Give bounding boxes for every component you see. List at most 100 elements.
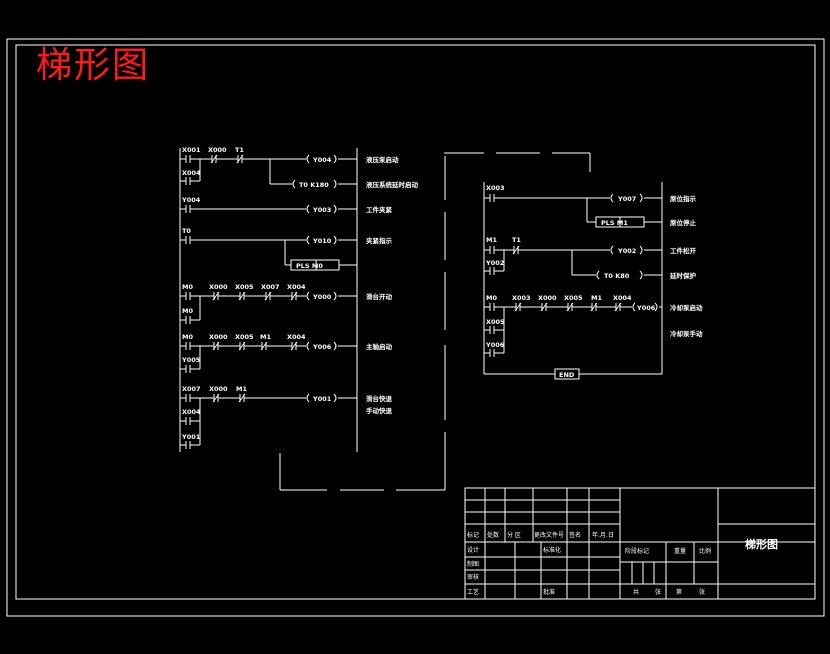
pls-label: PLS M1	[601, 219, 628, 227]
pls-label: PLS M0	[296, 262, 323, 270]
contact-label: M0	[182, 283, 193, 291]
contact-label: M1	[591, 294, 602, 302]
contact-label: M1	[260, 333, 271, 341]
contact-label: T1	[512, 236, 521, 244]
coil-comment: 滑台开动	[366, 292, 393, 301]
contact-label: X004	[182, 169, 201, 177]
contact-label: Y004	[181, 196, 201, 204]
tb-std: 标准化	[543, 546, 561, 554]
contact-label: T0	[182, 227, 191, 235]
contact-label: X000	[209, 283, 228, 291]
end-label: END	[559, 371, 575, 379]
contact-label: X005	[486, 318, 505, 326]
tb-scale: 比例	[699, 547, 711, 555]
tb-approve: 批准	[543, 588, 555, 596]
coil-label: T0 K80	[604, 272, 630, 280]
contact-label: X001	[182, 146, 201, 154]
coil-label: Y002	[617, 247, 636, 255]
frame-dashes	[279, 152, 591, 491]
tb-sheet-no: 第	[676, 588, 682, 596]
coil-comment: 冷却泵启动	[670, 303, 703, 312]
contact-label: X004	[287, 283, 306, 291]
coil-comment: 夹紧指示	[366, 236, 393, 245]
left-rung-3: T0 Y010 PLS M0 夹紧指示	[180, 227, 393, 271]
coil-comment: 液压系统延时启动	[366, 180, 419, 189]
contact-label: X000	[209, 333, 228, 341]
coil-comment: 原位指示	[670, 194, 697, 203]
coil-label: Y007	[617, 195, 636, 203]
tb-date: 年.月.日	[592, 531, 614, 539]
contact-label: X007	[182, 385, 201, 393]
left-rung-1: X001 X000 T1 X004 Y004 T0 K180 液压泵启动 液压系…	[180, 146, 419, 189]
coil-comment: 延时保护	[669, 271, 697, 280]
contact-label: M0	[486, 294, 497, 302]
tb-stage: 阶段标记	[625, 547, 649, 555]
right-rung-3: M0 X003 X000 X005 M1 X004 X005 Y006 Y006…	[484, 294, 703, 357]
contact-label: T1	[235, 146, 244, 154]
coil-label: Y006	[636, 304, 656, 312]
right-ladder	[483, 182, 663, 380]
contact-label: M1	[236, 385, 247, 393]
coil-label: Y004	[312, 156, 332, 164]
tb-drawing-name: 梯形图	[745, 537, 778, 551]
right-rung-1: X003 Y007 PLS M1 原位指示 原位停止	[484, 184, 697, 228]
tb-change-doc: 更改文件号	[534, 531, 564, 539]
coil-label: Y006	[312, 343, 332, 351]
coil-comment: 主轴启动	[366, 342, 393, 351]
tb-sheets: 张	[655, 588, 661, 596]
contact-label: Y002	[485, 259, 504, 267]
contact-label: X000	[208, 146, 227, 154]
contact-label: Y001	[181, 433, 201, 441]
left-ladder	[179, 148, 358, 452]
coil-label: Y000	[312, 293, 332, 301]
tb-total: 共	[633, 588, 639, 596]
page-title: 梯形图	[36, 45, 151, 86]
contact-label: X007	[261, 283, 280, 291]
coil-comment: 手动快退	[366, 406, 393, 415]
contact-label: M0	[182, 307, 193, 315]
contact-label: X003	[486, 184, 505, 192]
tb-craft: 工艺	[467, 588, 479, 596]
contact-label: X004	[287, 333, 306, 341]
title-block	[464, 487, 816, 600]
left-rung-2: Y004 Y003 工件夹紧	[180, 196, 393, 214]
tb-sheet: 张	[699, 588, 705, 596]
coil-label: Y001	[312, 395, 332, 403]
left-rung-4: M0 X000 X005 X007 X004 M0 Y000 滑台开动	[180, 283, 393, 324]
tb-check: 审核	[467, 573, 479, 581]
coil-label: Y003	[312, 206, 331, 214]
contact-label: X000	[209, 385, 228, 393]
contact-label: X005	[235, 283, 254, 291]
contact-label: Y005	[181, 356, 201, 364]
left-rung-5: M0 X000 X005 M1 X004 Y005 Y006 主轴启动	[180, 333, 393, 373]
coil-comment: 工件夹紧	[366, 205, 393, 214]
contact-label: X004	[613, 294, 632, 302]
coil-comment: 原位停止	[670, 218, 697, 227]
tb-count: 处数	[487, 531, 499, 539]
contact-label: X005	[564, 294, 583, 302]
contact-label: X005	[235, 333, 254, 341]
tb-mark: 标记	[467, 531, 479, 539]
coil-comment: 液压泵启动	[366, 155, 399, 164]
tb-draw: 制图	[467, 560, 479, 568]
contact-label: M0	[182, 333, 193, 341]
coil-label: Y010	[312, 237, 332, 245]
tb-sign: 签名	[569, 531, 581, 539]
coil-comment: 滑台快退	[366, 394, 393, 403]
left-rung-6: X007 X000 M1 X004 Y001 Y001 滑台快退 手动快退	[180, 385, 393, 449]
contact-label: Y006	[485, 341, 505, 349]
right-rung-2: M1 T1 Y002 Y002 T0 K80 工件松开 延时保护	[484, 236, 697, 280]
coil-comment: 工件松开	[670, 246, 697, 255]
contact-label: M1	[486, 236, 497, 244]
tb-zone: 分 区	[507, 531, 521, 539]
contact-label: X003	[512, 294, 531, 302]
contact-label: X004	[182, 408, 201, 416]
tb-design: 设计	[467, 546, 479, 554]
coil-comment: 冷却泵手动	[670, 329, 703, 338]
contact-label: X000	[538, 294, 557, 302]
outer-border	[6, 38, 825, 617]
inner-border	[15, 44, 816, 600]
coil-label: T0 K180	[299, 181, 329, 189]
tb-weight: 重量	[674, 547, 686, 555]
